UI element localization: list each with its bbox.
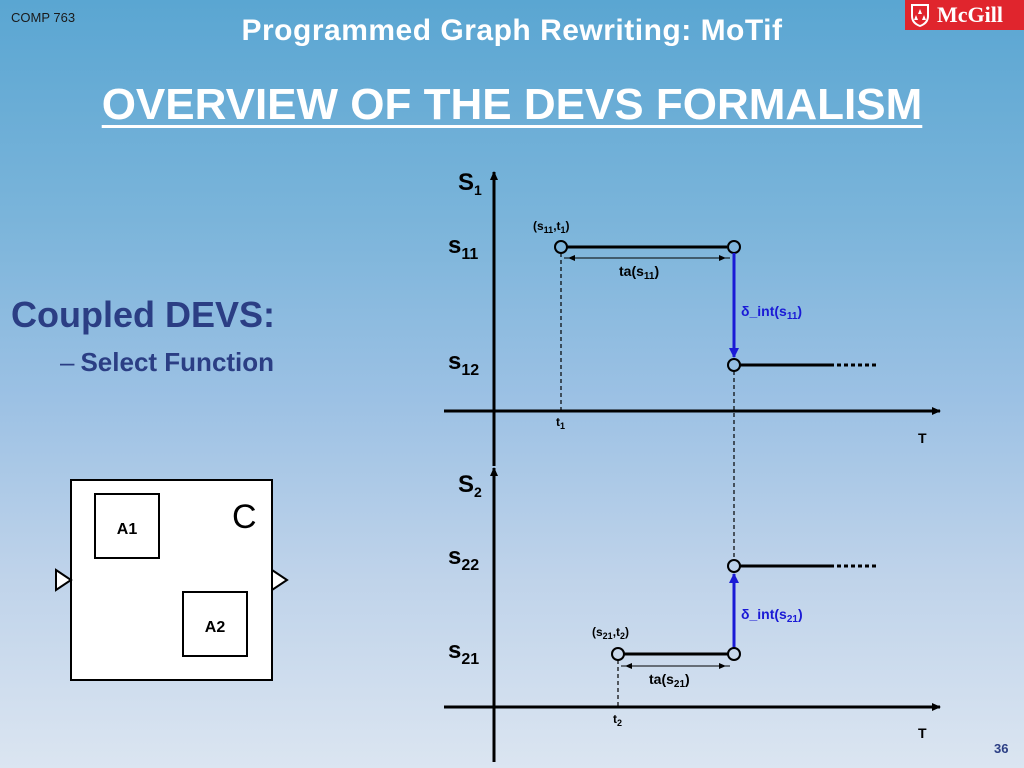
s1-time-axis-label: T xyxy=(918,430,927,446)
ta-s21-label: ta(s21) xyxy=(649,671,690,690)
s21-end-circle xyxy=(727,647,741,661)
s12-state-label: s12 xyxy=(448,348,479,379)
s11-point-label: (s11,t1) xyxy=(533,219,570,235)
bullet-dash: – xyxy=(60,347,75,377)
input-port-icon xyxy=(55,568,73,592)
s21-start-circle xyxy=(611,647,625,661)
page-number: 36 xyxy=(994,741,1009,756)
s2-time-axis-label: T xyxy=(918,725,927,741)
s11-end-circle xyxy=(727,240,741,254)
outer-block-label: C xyxy=(232,498,257,536)
bullet-coupled-devs: Coupled DEVS: xyxy=(11,294,276,335)
mcgill-logo: McGill xyxy=(905,0,1024,30)
inner-block-a1-label: A1 xyxy=(117,521,138,538)
timing-diagram: S1 s11 s12 (s11,t1) ta(s11) δ_int(s11) t… xyxy=(444,169,941,762)
inner-block-a2 xyxy=(182,591,248,657)
s2-axis-label: S2 xyxy=(458,471,482,500)
s21-point-label: (s21,t2) xyxy=(592,625,629,641)
logo-text: McGill xyxy=(937,2,1003,27)
t2-tick-label: t2 xyxy=(613,712,622,728)
timing-top-s1: S1 s11 s12 (s11,t1) ta(s11) δ_int(s11) t… xyxy=(444,169,941,466)
delta-int-s11-label: δ_int(s11) xyxy=(741,303,802,322)
s11-start-circle xyxy=(554,240,568,254)
ta-s11-label: ta(s11) xyxy=(619,263,659,282)
timing-bottom-s2: S2 s22 s21 δ_int(s21) (s21,t2) ta(s21) t… xyxy=(444,467,941,762)
s1-axis-label: S1 xyxy=(458,169,482,198)
bullet-sub-text: Select Function xyxy=(80,347,275,377)
inner-block-a1 xyxy=(94,493,160,559)
course-code: COMP 763 xyxy=(11,10,76,25)
header-title: Programmed Graph Rewriting: MoTif xyxy=(241,14,783,47)
t1-tick-label: t1 xyxy=(556,415,565,431)
s11-state-label: s11 xyxy=(448,232,478,263)
slide-title: OVERVIEW OF THE DEVS FORMALISM xyxy=(101,80,923,129)
s12-start-circle xyxy=(727,358,741,372)
s21-state-label: s21 xyxy=(448,637,479,668)
crest-icon xyxy=(911,4,929,27)
coupled-block-diagram: C A1 A2 xyxy=(55,479,289,681)
inner-block-a2-label: A2 xyxy=(205,619,226,636)
delta-int-s21-label: δ_int(s21) xyxy=(741,606,803,625)
output-port-icon xyxy=(271,568,289,592)
s22-start-circle xyxy=(727,559,741,573)
bullet-select-function: –Select Function xyxy=(60,347,274,378)
s22-state-label: s22 xyxy=(448,543,479,574)
